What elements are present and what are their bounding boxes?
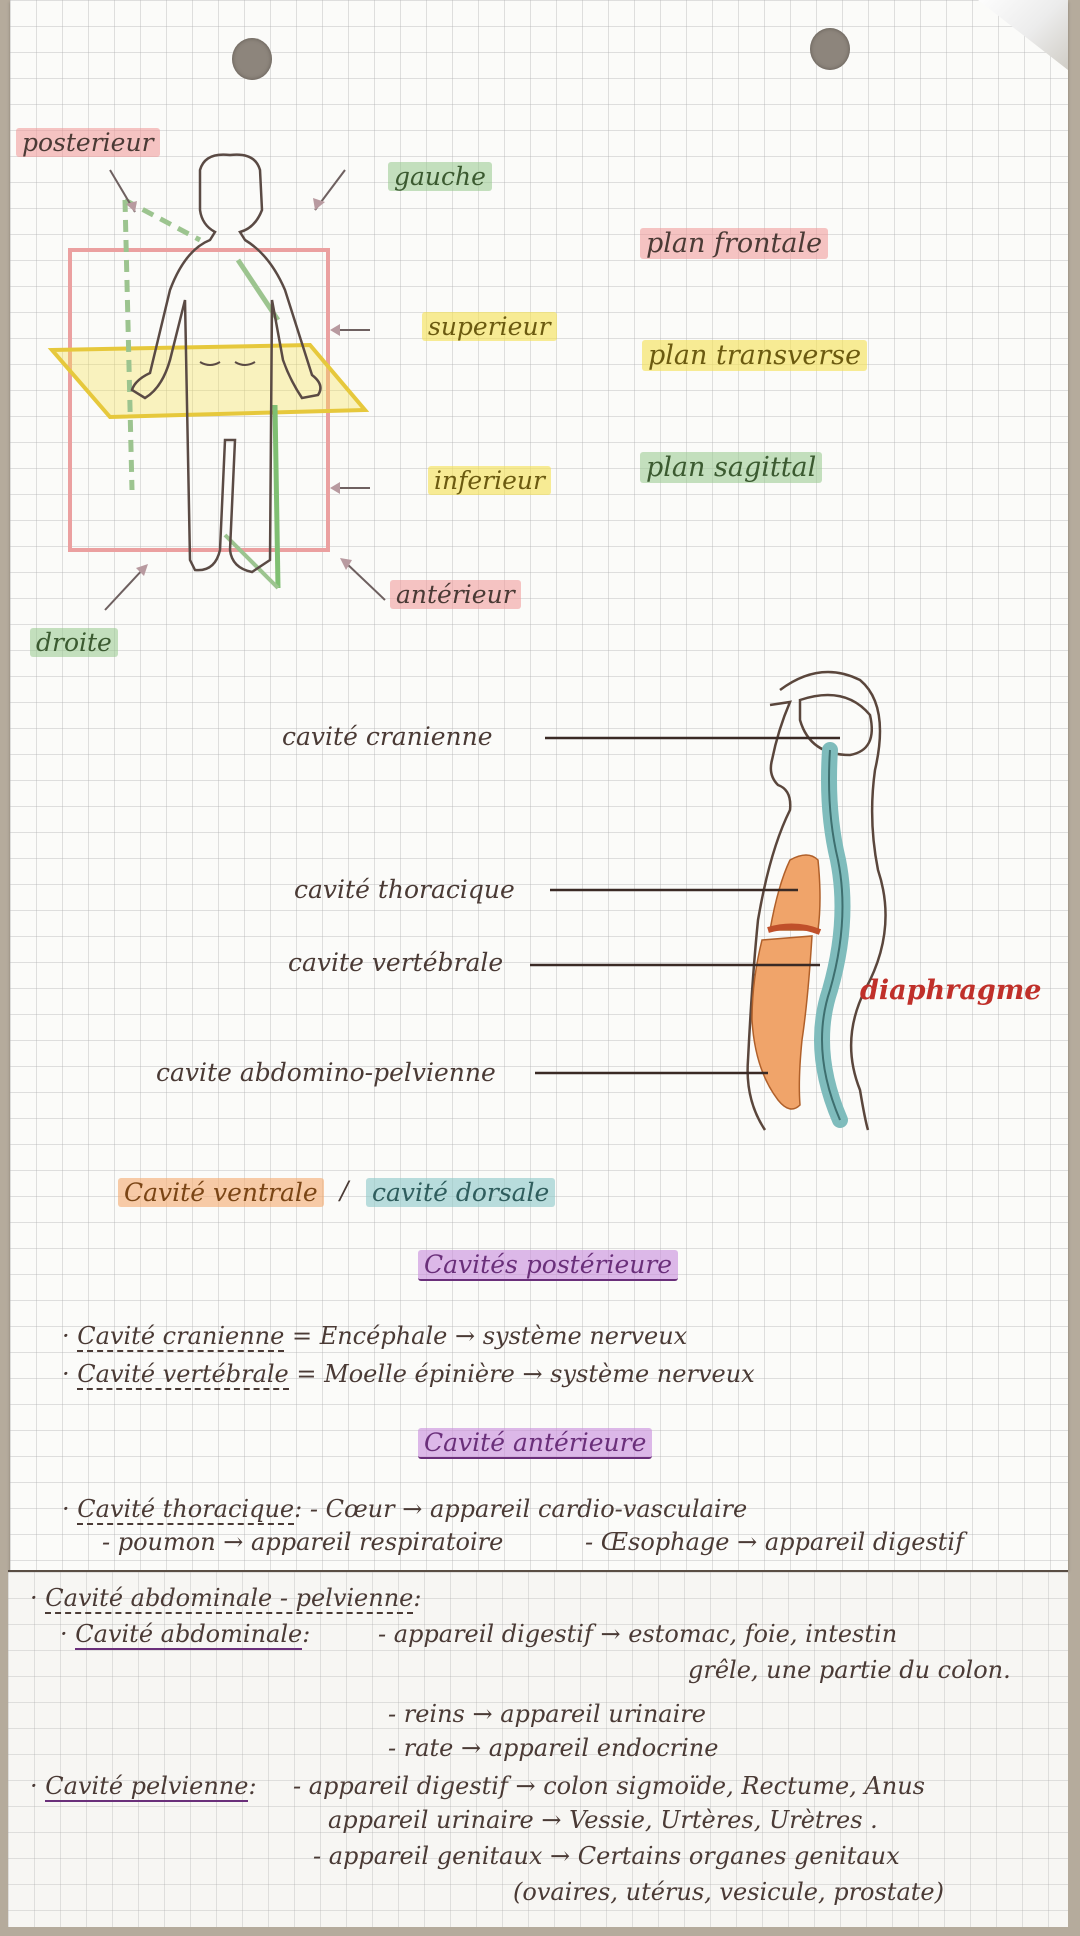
pelvic-genital-organs: (ovaires, utérus, vesicule, prostate): [513, 1878, 944, 1906]
punch-hole-left: [232, 38, 272, 80]
term-abdominopelvic-cavity: Cavité abdominale - pelvienne: [45, 1584, 414, 1614]
label-thoracic-cavity: cavité thoracique: [294, 875, 515, 904]
pelvic-urinary: appareil urinaire → Vessie, Urtères, Urè…: [328, 1806, 878, 1834]
thoracic-esophagus: - Œsophage → appareil digestif: [585, 1528, 964, 1556]
label-diaphragm: diaphragme: [860, 975, 1042, 1006]
label-superior: superieur: [422, 312, 557, 341]
thoracic-heart: : - Cœur → appareil cardio-vasculaire: [294, 1495, 748, 1523]
abdominal-digestive: - appareil digestif → estomac, foie, int…: [378, 1620, 898, 1648]
term-thoracic-cavity: Cavité thoracique: [77, 1495, 295, 1525]
slash-separator: /: [340, 1176, 349, 1205]
def-cranial-cavity: = Encéphale → système nerveux: [291, 1322, 688, 1350]
note-cranial-cavity: · Cavité cranienne = Encéphale → système…: [62, 1322, 688, 1352]
term-vertebral-cavity: Cavité vertébrale: [77, 1360, 289, 1390]
term-abdominal-cavity: Cavité abdominale: [75, 1620, 303, 1650]
label-posterior: posterieur: [16, 128, 160, 157]
note-abdominopelvic: · Cavité abdominale - pelvienne:: [30, 1584, 422, 1614]
folded-corner: [978, 0, 1068, 70]
note-vertebral-cavity: · Cavité vertébrale = Moelle épinière → …: [62, 1360, 755, 1390]
label-vertebral-cavity: cavite vertébrale: [288, 948, 504, 977]
label-abdominopelvic-cavity: cavite abdomino-pelvienne: [156, 1058, 496, 1087]
label-left: gauche: [388, 162, 492, 191]
abdominal-digestive-cont: grêle, une partie du colon.: [688, 1656, 1011, 1684]
note-pelvic: · Cavité pelvienne:: [30, 1772, 257, 1802]
colon-abdominopelvic: :: [413, 1584, 422, 1612]
pelvic-genital: - appareil genitaux → Certains organes g…: [313, 1842, 900, 1870]
label-dorsal-cavity: cavité dorsale: [366, 1178, 556, 1207]
label-right: droite: [30, 628, 118, 657]
heading-posterior-cavities: Cavités postérieure: [418, 1250, 679, 1281]
legend-transverse-plane: plan transverse: [642, 340, 868, 371]
abdominal-spleen: - rate → appareil endocrine: [388, 1734, 719, 1762]
note-abdominal: · Cavité abdominale:: [60, 1620, 311, 1650]
anatomical-planes-figure: [47, 153, 386, 611]
punch-hole-right: [810, 28, 850, 70]
term-pelvic-cavity: Cavité pelvienne: [45, 1772, 249, 1802]
legend-frontal-plane: plan frontale: [640, 228, 829, 259]
bottom-paper-sheet: · Cavité abdominale - pelvienne: · Cavit…: [8, 1570, 1068, 1927]
abdominal-kidneys: - reins → appareil urinaire: [388, 1700, 706, 1728]
label-cranial-cavity: cavité cranienne: [282, 722, 493, 751]
thoracic-lung: - poumon → appareil respiratoire: [102, 1528, 504, 1556]
note-thoracic-line1: · Cavité thoracique: - Cœur → appareil c…: [62, 1495, 748, 1525]
label-inferior: inferieur: [428, 466, 551, 495]
colon-pelvic: :: [248, 1772, 257, 1800]
label-ventral-cavity: Cavité ventrale: [118, 1178, 324, 1207]
heading-anterior-cavity: Cavité antérieure: [418, 1428, 653, 1459]
grid-paper-sheet: posterieur gauche superieur inferieur an…: [10, 0, 1068, 1570]
pelvic-digestive: - appareil digestif → colon sigmoïde, Re…: [293, 1772, 925, 1800]
def-vertebral-cavity: = Moelle épinière → système nerveux: [296, 1360, 755, 1388]
legend-sagittal-plane: plan sagittal: [640, 452, 823, 483]
label-anterior: antérieur: [390, 580, 521, 609]
body-cavities-figure: [530, 670, 887, 1131]
colon-abdominal: :: [302, 1620, 311, 1648]
term-cranial-cavity: Cavité cranienne: [77, 1322, 285, 1352]
